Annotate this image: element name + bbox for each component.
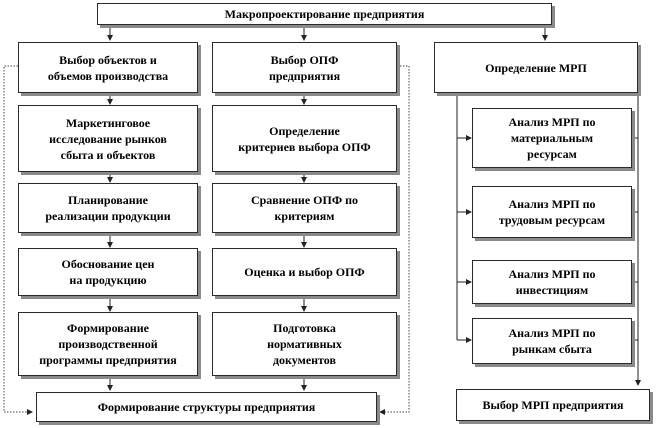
col1-step-1-box: Маркетинговое исследование рынков сбыта …: [18, 105, 198, 172]
top-box-macro-design: Макропроектирование предприятия: [97, 3, 552, 25]
col3-step-4-box: Анализ МРП по рынкам сбыта: [472, 318, 632, 364]
right-feedback-line: [379, 65, 410, 415]
col2-step-2-box: Сравнение ОПФ по критериям: [212, 183, 397, 233]
col2-step-3-box: Оценка и выбор ОПФ: [212, 248, 397, 296]
col3-step-2-box: Анализ МРП по трудовым ресурсам: [472, 186, 632, 238]
col3-step-3-box: Анализ МРП по инвестициям: [472, 260, 632, 304]
col2-step-1-box: Определение критериев выбора ОПФ: [212, 105, 397, 172]
left-feedback-line: [3, 65, 33, 415]
col1-header-box: Выбор объектов и объемов производства: [18, 42, 198, 93]
col1-step-2-box: Планирование реализации продукции: [18, 183, 198, 233]
col2-step-4-box: Подготовка нормативных документов: [212, 312, 397, 376]
col3-header-box: Определение МРП: [434, 42, 638, 93]
bottom-box-mrp-selection: Выбор МРП предприятия: [456, 389, 650, 421]
col3-step-1-box: Анализ МРП по материальным ресурсам: [472, 108, 632, 168]
bottom-box-structure: Формирование структуры предприятия: [36, 392, 377, 422]
col1-step-4-box: Формирование производственной программы …: [18, 312, 198, 376]
col1-step-3-box: Обоснование цен на продукцию: [18, 248, 198, 296]
col2-header-box: Выбор ОПФ предприятия: [212, 42, 397, 93]
